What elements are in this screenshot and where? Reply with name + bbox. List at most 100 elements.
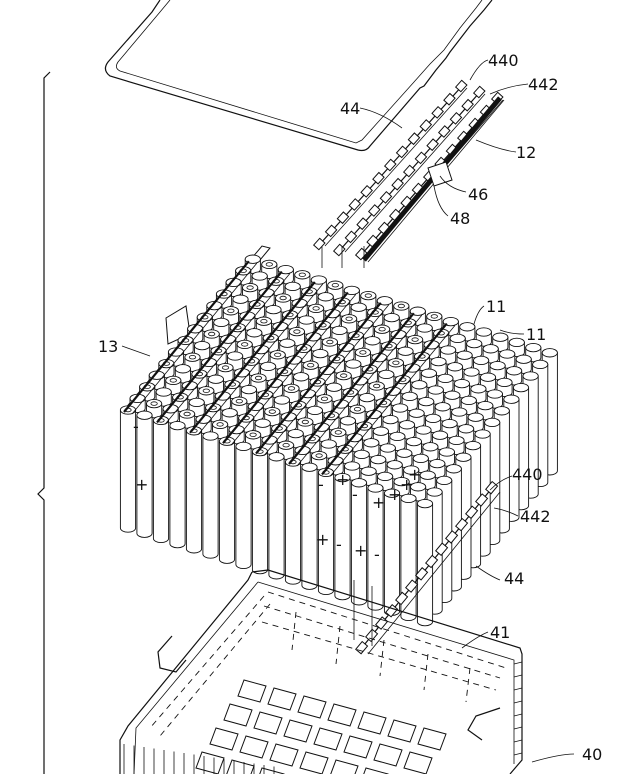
strip-rail-edge [344,93,486,253]
cell-terminal [331,283,339,288]
cell-terminal [315,453,323,458]
floor-pad [225,759,255,779]
floor-pad [195,751,225,775]
strip-tab [465,505,479,520]
polarity-mark-minus: - [336,535,342,554]
cell-top [250,373,267,383]
cell-top [436,475,453,486]
cell-terminal [183,411,191,417]
wall-rib [513,661,523,665]
cell-terminal [320,396,329,401]
polarity-mark-minus: - [352,485,358,504]
cell-terminal [345,316,353,321]
cell-top [273,395,290,405]
cell-top [392,403,409,413]
cell-top [277,264,294,275]
cell-top [431,430,449,440]
wall-rib [513,752,523,756]
cell-top [349,404,366,414]
cell-top [194,340,211,351]
strip-tab [336,211,350,225]
cell-top [525,342,542,353]
strip-tab [405,579,419,593]
nickel-strip-edge [296,314,423,467]
cell-top [316,394,333,404]
cell-top [310,275,327,285]
strip-rail-edge [367,491,501,655]
label-11-b: 11 [526,325,546,344]
cell-terminal [287,386,296,391]
cell-top [240,384,257,395]
cell-terminal [279,295,287,301]
cell-top [222,306,239,316]
cell-top [339,416,356,426]
floor-pad [297,695,327,719]
cell-top [136,410,153,420]
cell-terminal [188,355,197,360]
cell-top [426,311,443,322]
cell-top [367,483,384,493]
cell-terminal [221,365,230,370]
cell-top [407,334,424,345]
cell-terminal [378,327,386,332]
cell-body [416,503,434,627]
nickel-strip-edge [197,283,324,436]
cell-terminal [150,401,158,406]
cell-top [245,430,262,440]
cell-top [232,294,249,304]
cell-top [363,438,380,448]
clamp-bracket [427,161,453,187]
cell-top [503,394,520,404]
label-46: 46 [468,185,488,204]
cell-top [231,396,248,406]
cell-top [541,348,558,358]
cell-top [198,386,215,396]
cell-top [169,420,186,431]
cell-top [382,414,399,425]
cell-top [474,429,491,439]
cell-terminal [430,314,438,319]
cell-top [343,285,360,296]
cell-top [434,402,451,412]
strip-tab [435,542,449,557]
cell-top [420,368,437,378]
cell-top [506,366,523,376]
nickel-strip [321,322,448,476]
wall-rib [513,674,523,678]
cell-top [188,397,205,408]
cell-top [444,390,461,400]
nickel-strip-edge [164,273,291,425]
cell-top [458,424,475,434]
floor-pad [209,727,239,751]
cell-top [165,375,182,386]
strip-tab [324,224,338,238]
cell-top [453,378,470,389]
strip-tab [419,119,433,132]
cell-top [370,454,387,465]
cell-top [353,449,370,460]
polarity-mark-plus: + [388,485,401,504]
cell-top [306,405,323,416]
nickel-strip [189,281,316,434]
cell-body [218,440,236,564]
cell-top [294,270,311,280]
nickel-strip [123,260,250,413]
cell-top [442,316,459,327]
cell-top [489,360,506,371]
cell-top [403,465,420,475]
cell-top [246,328,263,338]
cell-terminal [216,422,224,427]
strip-tab [455,517,469,532]
nickel-strip-edge [329,325,456,477]
nickel-strip-edge [131,262,258,415]
cell-top [425,413,442,424]
floor-pad [357,711,387,735]
cell-top [308,303,325,314]
cell-top [359,392,376,403]
cell-terminal [301,419,309,425]
cell-top [464,440,482,451]
cell-terminal [307,363,315,368]
cell-top [321,337,338,347]
cell-body [251,451,269,575]
floor-pad [223,703,253,727]
